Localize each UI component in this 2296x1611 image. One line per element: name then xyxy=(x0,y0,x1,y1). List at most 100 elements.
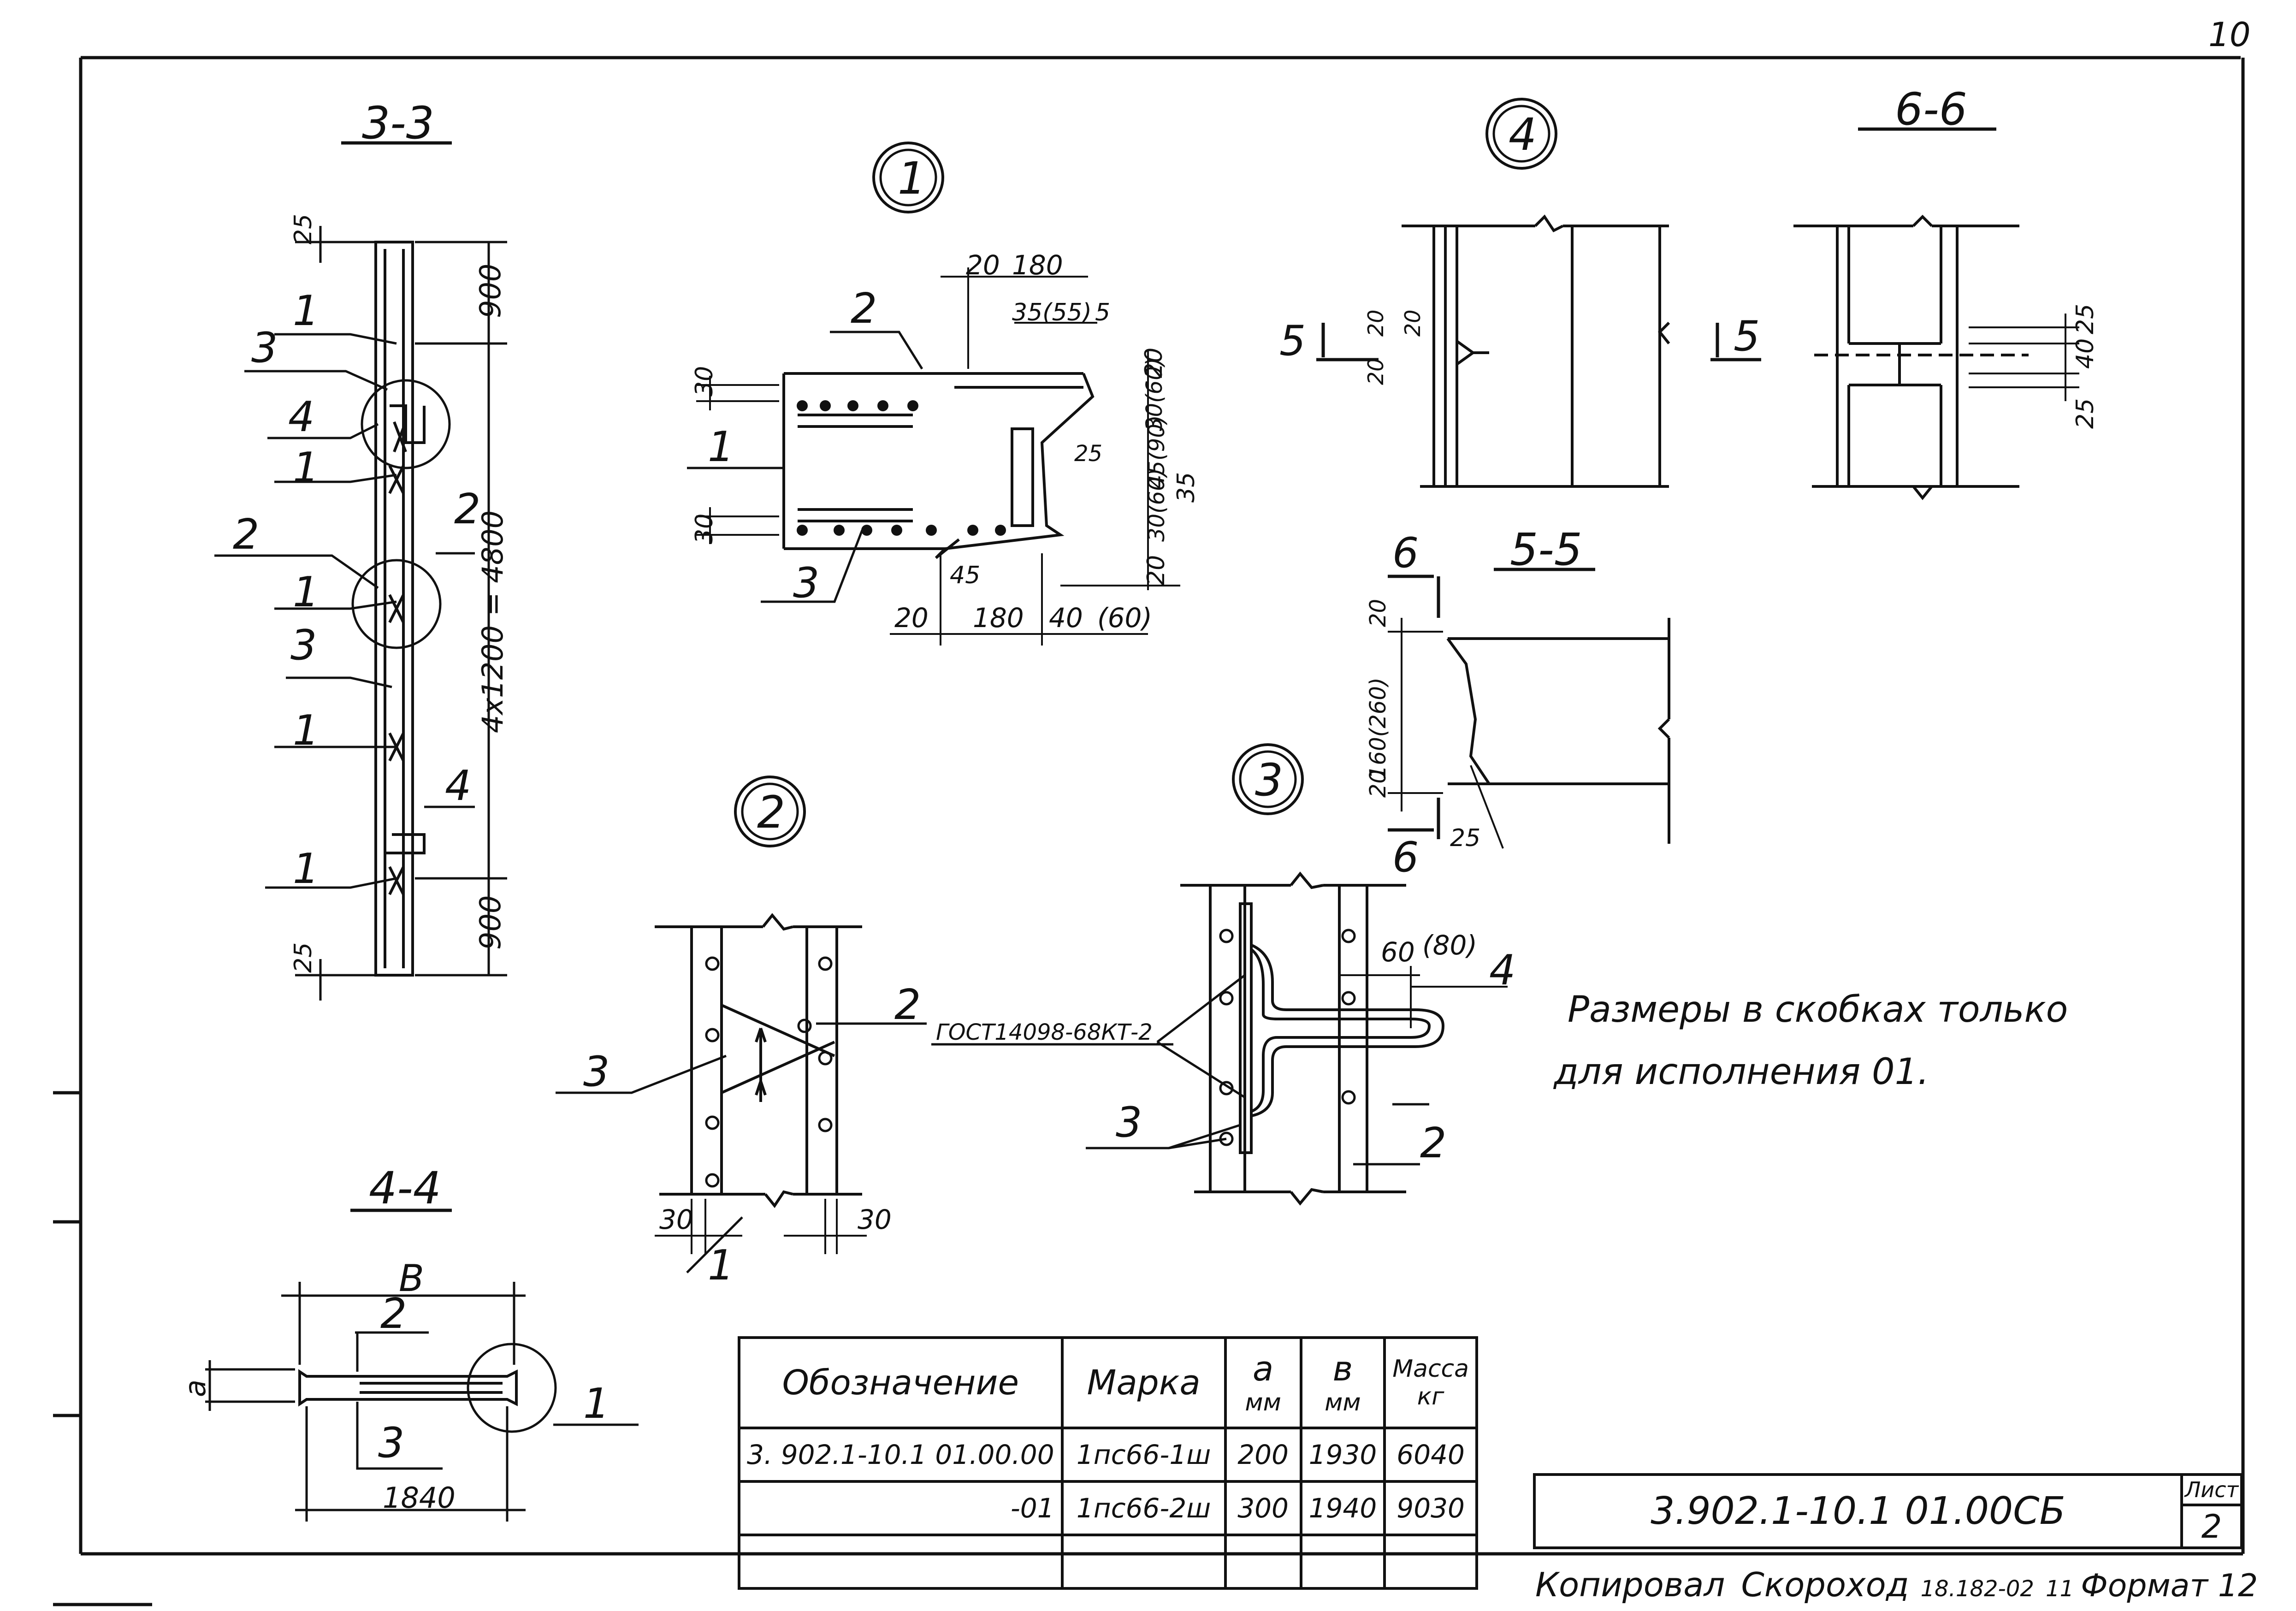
table-cell xyxy=(1383,1534,1478,1590)
section-5-5: 5-5 6 6 20 160(260) 20 25 xyxy=(1365,524,1670,882)
table-cell: 1930 xyxy=(1299,1427,1386,1483)
dim-60-paren: (60) xyxy=(1097,602,1152,634)
table-cell: 300 xyxy=(1224,1480,1302,1536)
panel-cross-section xyxy=(298,1369,518,1407)
dimension-lines-4-4 xyxy=(205,1282,639,1522)
label-1: 1 xyxy=(708,423,734,471)
section-title-6-6: 6-6 xyxy=(1895,83,1967,135)
header-designation: Обозначение xyxy=(738,1336,1064,1429)
label-3: 3 xyxy=(1116,1098,1142,1147)
rebar-holes-3 xyxy=(1219,929,1356,1146)
dim-160-260: 160(260) xyxy=(1365,677,1391,779)
header-b: в мм xyxy=(1299,1336,1386,1429)
detail-marker-2 xyxy=(734,776,806,847)
table-cell: 6040 xyxy=(1383,1427,1478,1483)
dim-25: 25 xyxy=(2071,398,2099,429)
footer-number-2: 11 xyxy=(2046,1576,2074,1602)
dim-900-top: 900 xyxy=(473,264,507,318)
footer-number: 18.182-02 xyxy=(1920,1576,2034,1602)
detail-number-4: 4 xyxy=(1509,109,1537,160)
label-4: 4 xyxy=(1489,946,1515,995)
detail-circle-1 xyxy=(467,1343,557,1433)
panel-side-view xyxy=(374,241,426,977)
section-cut-5 xyxy=(1316,323,1761,361)
detail-number-3: 3 xyxy=(1255,754,1283,806)
label-2: 2 xyxy=(380,1290,407,1338)
dim-35: 35 xyxy=(1172,472,1200,503)
header-a: a мм xyxy=(1224,1336,1302,1429)
dim-a: a xyxy=(178,1380,212,1397)
detail-marker-1 xyxy=(872,142,944,213)
header-a-unit: мм xyxy=(1245,1389,1281,1416)
sheet-number-box: Лист 2 xyxy=(2183,1473,2243,1549)
label-2: 2 xyxy=(454,485,480,533)
dim-30: 30 xyxy=(858,1204,892,1235)
table-cell: 3. 902.1-10.1 01.00.00 xyxy=(738,1427,1064,1483)
dim-20: 20 xyxy=(1365,770,1391,798)
dim-20: 20 xyxy=(1363,358,1388,385)
sheet-number: 2 xyxy=(2201,1508,2222,1546)
specification-table: Обозначение Марка a мм в мм Масса кг 3. … xyxy=(738,1336,1478,1590)
footer: Копировал Скороход 18.182-02 11 Формат 1… xyxy=(1535,1565,2258,1604)
table-cell: 200 xyxy=(1224,1427,1302,1483)
dim-20-bottom: 20 xyxy=(1142,555,1170,586)
dim-20-right: 20 xyxy=(1140,348,1168,378)
dim-B: B xyxy=(399,1257,424,1300)
document-code: 3.902.1-10.1 01.00СБ xyxy=(1533,1473,2183,1549)
dim-20: 20 xyxy=(966,249,1000,281)
dim-30-60: 30(60) xyxy=(1144,468,1170,542)
label-3: 3 xyxy=(251,324,278,372)
dim-25-bottom: 25 xyxy=(290,942,317,973)
dim-30: 30 xyxy=(659,1204,693,1235)
section-mark-5: 5 xyxy=(1279,317,1306,365)
dim-20: 20 xyxy=(894,602,929,634)
detail-number-2: 2 xyxy=(757,787,785,838)
detail-number-1: 1 xyxy=(898,153,926,204)
label-2: 2 xyxy=(894,981,921,1029)
table-cell: 9030 xyxy=(1383,1480,1478,1536)
dim-45: 45 xyxy=(950,562,980,589)
label-3: 3 xyxy=(378,1419,404,1467)
detail-2: 2 xyxy=(556,776,1246,1290)
section-title-5-5: 5-5 xyxy=(1510,524,1582,575)
rebar-holes xyxy=(705,956,833,1188)
dim-20: 20 xyxy=(1400,309,1425,337)
table-cell xyxy=(1224,1534,1302,1590)
table-cell xyxy=(1299,1534,1386,1590)
dim-4x1200: 4x1200 = 4800 xyxy=(476,510,509,733)
dimension-lines-3-3 xyxy=(295,226,507,1001)
detail-1: 1 xyxy=(687,142,1200,646)
rebar-cage-elevation xyxy=(655,913,862,1208)
dim-20: 20 xyxy=(1365,599,1391,627)
section-6-6: 6-6 25 40 xyxy=(1793,83,2099,500)
rebar-dots xyxy=(797,400,1006,536)
label-3: 3 xyxy=(290,621,317,669)
label-2: 2 xyxy=(1420,1119,1446,1167)
dimension-lines-6-6 xyxy=(1969,314,2079,401)
label-1: 1 xyxy=(293,568,319,616)
section-4-4: 4-4 B 1840 a 2 3 1 xyxy=(178,1162,639,1522)
label-1: 1 xyxy=(708,1241,734,1290)
section-title-4-4: 4-4 xyxy=(369,1162,441,1214)
panel-joint-section-6 xyxy=(1793,214,2029,500)
dim-80-paren: (80) xyxy=(1422,930,1477,961)
dim-40: 40 xyxy=(2071,338,2099,369)
header-mass-unit: кг xyxy=(1417,1383,1444,1410)
detail-circle-4 xyxy=(361,379,451,469)
table-cell xyxy=(1060,1534,1227,1590)
section-mark-6: 6 xyxy=(1392,529,1419,577)
section-mark-5: 5 xyxy=(1734,312,1760,361)
footer-name: Скороход xyxy=(1741,1565,1909,1604)
joint-section xyxy=(782,372,1095,559)
label-3: 3 xyxy=(793,559,819,607)
label-1: 1 xyxy=(293,444,319,492)
dim-45-90: 45(90) xyxy=(1144,415,1170,489)
table-cell: 1пс66-1ш xyxy=(1060,1427,1227,1483)
dim-25-top: 25 xyxy=(290,214,317,244)
leaders-detail-2 xyxy=(556,974,1246,1273)
label-2: 2 xyxy=(851,284,877,333)
section-mark-6: 6 xyxy=(1392,833,1419,882)
dim-180: 180 xyxy=(1012,249,1063,281)
dim-20: 20 xyxy=(1363,309,1388,337)
